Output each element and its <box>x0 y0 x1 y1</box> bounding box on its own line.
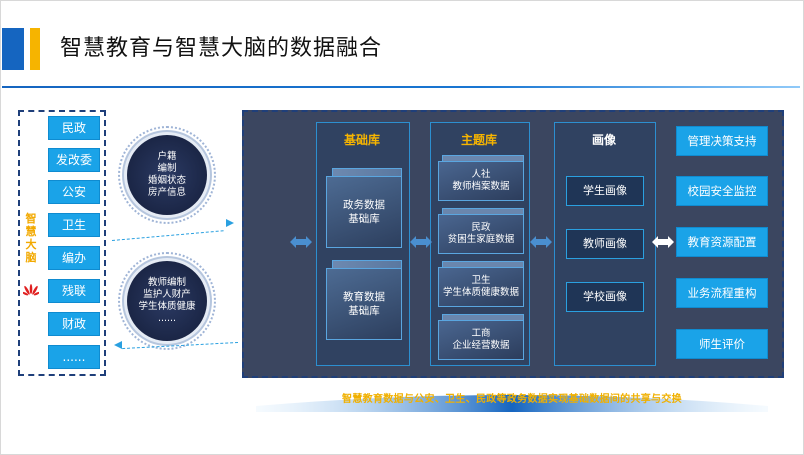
double-arrow-icon <box>410 236 432 248</box>
dept-button-health[interactable]: 卫生 <box>48 213 100 237</box>
app-process-reengineering[interactable]: 业务流程重构 <box>676 278 768 308</box>
cube-label: 教育数据 <box>343 291 385 303</box>
brain-label-char: 大 <box>25 238 37 251</box>
edu-data-base-library: 教育数据基础库 <box>326 268 402 340</box>
theme-label: 贫困生家庭数据 <box>447 234 515 245</box>
theme-label: 民政 <box>471 222 491 233</box>
department-panel <box>18 110 106 376</box>
double-arrow-icon <box>290 236 312 248</box>
title-underline <box>2 86 800 88</box>
footer-banner-shape <box>256 395 768 412</box>
theme-label: 人社 <box>471 169 491 180</box>
circle-item: 监护人财产 <box>143 289 191 300</box>
circle-item: 婚姻状态 <box>147 175 186 186</box>
theme-label: 教师档案数据 <box>452 181 510 192</box>
double-arrow-icon <box>530 236 552 248</box>
cube-top-face <box>332 168 402 177</box>
cube-label: 政务数据 <box>343 199 385 211</box>
student-portrait[interactable]: 学生画像 <box>566 176 644 206</box>
double-arrow-icon <box>652 236 674 248</box>
app-campus-security[interactable]: 校园安全监控 <box>676 176 768 206</box>
app-teacher-student-evaluation[interactable]: 师生评价 <box>676 329 768 359</box>
theme-label: 卫生 <box>471 275 491 286</box>
theme-top-face <box>442 261 524 268</box>
cube-label: 基础库 <box>348 305 380 317</box>
theme-item-business: 工商企业经营数据 <box>438 320 524 360</box>
teacher-portrait[interactable]: 教师画像 <box>566 229 644 259</box>
dept-button-more[interactable]: ...... <box>48 345 100 369</box>
circle-shared-data-top: 户籍 编制 婚姻状态 房产信息 <box>127 135 207 215</box>
circle-item: 户籍 <box>157 151 177 162</box>
title-accent-yellow <box>30 28 40 70</box>
brain-label-char: 脑 <box>25 251 37 264</box>
circle-ring-bottom <box>118 252 216 350</box>
theme-top-face <box>442 314 524 321</box>
page-title: 智慧教育与智慧大脑的数据融合 <box>60 36 383 61</box>
base-library-title: 基础库 <box>343 133 380 147</box>
smart-brain-label: 智 慧 大 脑 <box>25 212 37 264</box>
theme-label: 企业经营数据 <box>452 340 510 351</box>
circle-ring-top <box>118 126 216 224</box>
theme-item-hr: 人社教师档案数据 <box>438 161 524 201</box>
arrow-to-main-head <box>226 219 234 227</box>
app-resource-allocation[interactable]: 教育资源配置 <box>676 227 768 257</box>
theme-library-title: 主题库 <box>460 133 497 147</box>
portrait-title: 画像 <box>591 133 616 147</box>
dept-button-staffing-office[interactable]: 编办 <box>48 246 100 270</box>
cube-top-face <box>332 260 402 269</box>
theme-label: 学生体质健康数据 <box>442 287 519 298</box>
circle-item: 教师编制 <box>147 277 186 288</box>
theme-label: 工商 <box>471 328 491 339</box>
theme-item-civil-affairs: 民政贫困生家庭数据 <box>438 214 524 254</box>
dept-button-public-security[interactable]: 公安 <box>48 180 100 204</box>
cube-label: 基础库 <box>348 213 380 225</box>
gov-data-base-library: 政务数据基础库 <box>326 176 402 248</box>
theme-top-face <box>442 208 524 215</box>
circle-item: 学生体质健康 <box>138 301 196 312</box>
dept-button-finance[interactable]: 财政 <box>48 312 100 336</box>
dept-button-civil-affairs[interactable]: 民政 <box>48 116 100 140</box>
circle-item: 编制 <box>157 163 177 174</box>
dept-button-disabled-federation[interactable]: 残联 <box>48 279 100 303</box>
brain-label-char: 智 <box>25 212 37 225</box>
dept-button-development[interactable]: 发改委 <box>48 148 100 172</box>
school-portrait[interactable]: 学校画像 <box>566 282 644 312</box>
theme-item-health: 卫生学生体质健康数据 <box>438 267 524 307</box>
arrow-to-depts-head <box>114 341 122 349</box>
circle-item: 房产信息 <box>147 187 186 198</box>
circle-item: ...... <box>157 313 177 324</box>
circle-shared-data-bottom: 教师编制 监护人财产 学生体质健康 ...... <box>127 261 207 341</box>
brain-label-char: 慧 <box>25 225 37 238</box>
title-accent-blue <box>2 28 24 70</box>
footer-caption: 智慧教育数据与公安、卫生、民政等政务数据实现基础数据间的共享与交换 <box>342 394 682 405</box>
huawei-logo-icon <box>23 284 39 296</box>
app-decision-support[interactable]: 管理决策支持 <box>676 126 768 156</box>
theme-top-face <box>442 155 524 162</box>
